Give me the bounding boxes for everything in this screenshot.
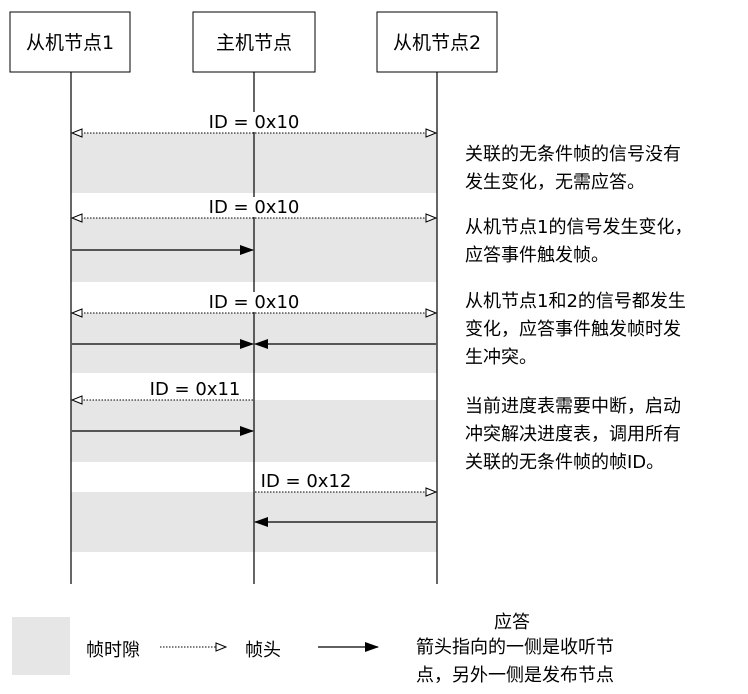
frame-id-label: ID = 0x11 [150,379,241,400]
node-label: 从机节点1 [26,32,114,54]
note-4: 当前进度表需要中断，启动 冲突解决进度表，调用所有 关联的无条件帧的帧ID。 [465,393,730,477]
note-line: 从机节点1和2的信号都发生 [465,291,686,312]
note-1: 关联的无条件帧的信号没有 发生变化，无需应答。 [465,141,730,197]
note-line: 变化，应答事件触发帧时发 [465,319,681,340]
note-line: 冲突解决进度表，调用所有 [465,424,681,445]
legend-response-title: 应答 [494,612,530,633]
frame-id-label: ID = 0x10 [209,292,300,313]
legend-response-desc: 箭头指向的一侧是收听节 点，另外一侧是发布节点 [398,634,632,690]
legend-header-label: 帧头 [245,640,281,661]
frame-id-label: ID = 0x10 [209,197,300,218]
legend-slot-label: 帧时隙 [86,640,140,661]
note-line: 应答事件触发帧。 [465,245,609,266]
node-slave1: 从机节点1 [9,11,131,73]
node-master: 主机节点 [192,11,316,73]
note-line: 生冲突。 [465,347,537,368]
note-2: 从机节点1的信号发生变化， 应答事件触发帧。 [465,214,730,270]
note-line: 关联的无条件帧的帧ID。 [465,452,665,473]
note-line: 发生变化，无需应答。 [465,172,645,193]
node-slave2: 从机节点2 [376,11,498,73]
frame-id-label: ID = 0x12 [261,471,352,492]
node-label: 从机节点2 [393,32,481,54]
note-line: 从机节点1的信号发生变化， [465,217,693,238]
note-line: 关联的无条件帧的信号没有 [465,144,681,165]
frame-id-label: ID = 0x10 [209,112,300,133]
legend-desc-line: 箭头指向的一侧是收听节 [416,637,614,658]
note-line: 当前进度表需要中断，启动 [465,396,681,417]
legend-slot-swatch [12,617,70,675]
legend-desc-line: 点，另外一侧是发布节点 [416,665,614,686]
note-3: 从机节点1和2的信号都发生 变化，应答事件触发帧时发 生冲突。 [465,288,730,372]
node-label: 主机节点 [216,32,292,54]
